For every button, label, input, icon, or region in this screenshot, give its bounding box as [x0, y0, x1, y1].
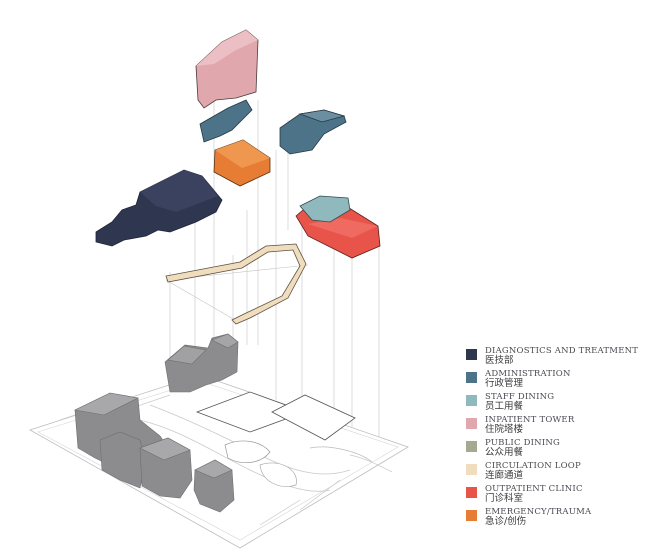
legend-label-cn: 急诊/创伤 [485, 516, 527, 527]
legend-label-en: EMERGENCY/TRAUMA [485, 507, 592, 517]
legend-swatch [466, 487, 477, 498]
legend-label-cn: 住院塔楼 [485, 424, 524, 435]
administration-blocks [199, 99, 347, 155]
inpatient-tower [195, 29, 259, 109]
legend-swatch [466, 349, 477, 360]
legend-label-cn: 公众用餐 [485, 447, 524, 458]
legend-label-en: CIRCULATION LOOP [485, 461, 581, 471]
legend-label-cn: 门诊科室 [485, 493, 524, 504]
legend-label-en: PUBLIC DINING [485, 438, 560, 448]
legend-swatch [466, 441, 477, 452]
legend-swatch [466, 395, 477, 406]
legend-swatch [466, 418, 477, 429]
legend-swatch [466, 464, 477, 475]
legend-label-cn: 行政管理 [485, 378, 524, 389]
staff-dining-block [299, 195, 351, 223]
legend-label-en: STAFF DINING [485, 392, 555, 402]
legend-swatch [466, 372, 477, 383]
legend-label-en: DIAGNOSTICS AND TREATMENT [485, 346, 639, 356]
legend-label-cn: 医技部 [485, 355, 514, 366]
massing-block-south-1 [99, 431, 147, 489]
site-massing [74, 333, 239, 513]
legend-label-en: ADMINISTRATION [485, 369, 571, 379]
site-plan [29, 374, 409, 549]
legend-label-en: OUTPATIENT CLINIC [485, 484, 583, 494]
legend-swatch [466, 510, 477, 521]
diagnostics-block [95, 169, 223, 247]
circulation-loop [165, 243, 307, 325]
legend-label-en: INPATIENT TOWER [485, 415, 575, 425]
emergency-block [213, 139, 271, 187]
legend-label-cn: 连廊通道 [485, 470, 524, 481]
legend-label-cn: 员工用餐 [485, 401, 524, 412]
